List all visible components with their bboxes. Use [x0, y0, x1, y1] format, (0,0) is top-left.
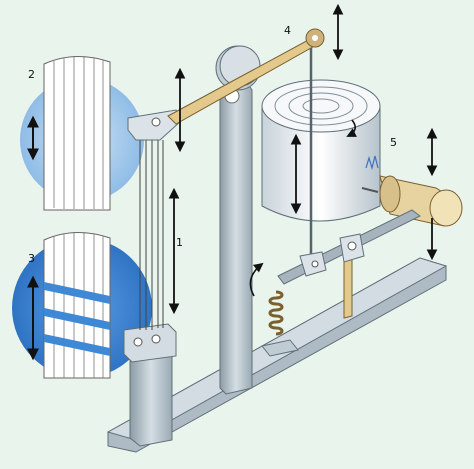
slider-block: [299, 251, 327, 277]
support-pillar: [339, 233, 365, 319]
fibre-bundle: [139, 140, 164, 330]
spring: [249, 262, 299, 357]
label-3: 3: [28, 252, 35, 265]
motion-arrows: [168, 3, 438, 315]
fibre-clamp-column: [123, 323, 177, 447]
inset-crimped-fibres: [12, 231, 152, 379]
label-1: 1: [176, 236, 183, 249]
label-2: 2: [28, 68, 35, 81]
inset-straight-fibres: [20, 55, 144, 211]
lever-arm: [167, 28, 325, 125]
recording-drum: [261, 79, 381, 222]
label-4: 4: [284, 24, 291, 37]
drive-motor: [361, 175, 463, 227]
central-post: [215, 45, 261, 395]
label-5: 5: [390, 136, 397, 149]
recorded-trace: [365, 155, 379, 171]
